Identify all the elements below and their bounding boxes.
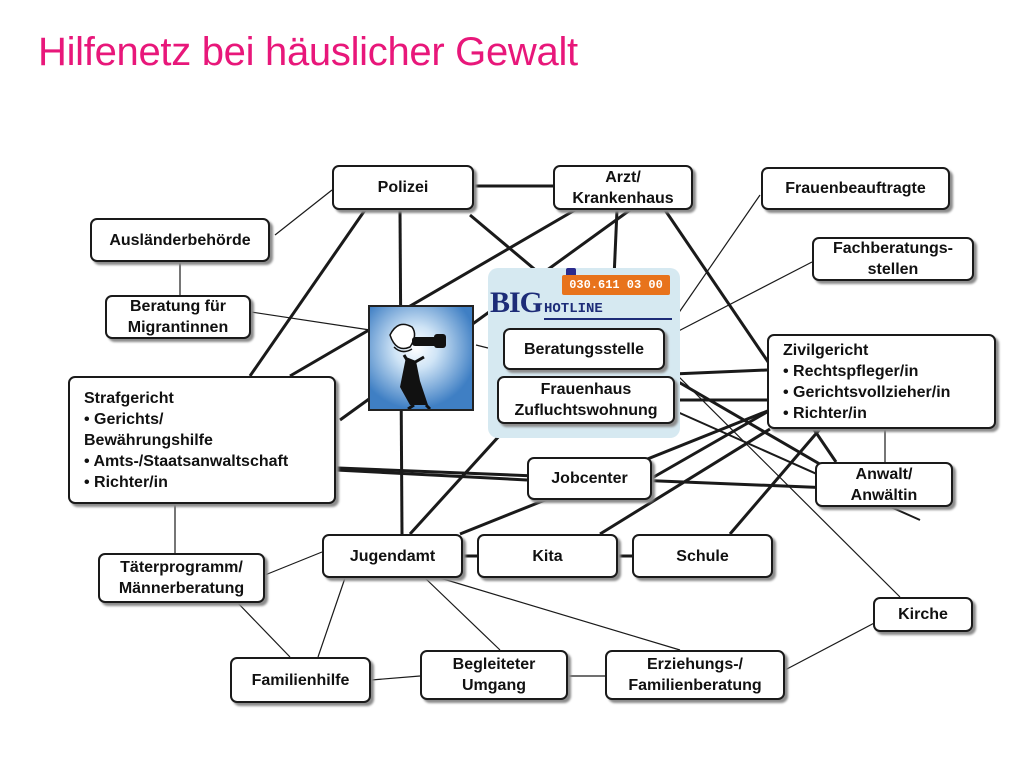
zivilgericht-list: Rechtspfleger/in Gerichtsvollzieher/in R… bbox=[783, 361, 950, 424]
connection-line bbox=[424, 577, 501, 651]
node-polizei: Polizei bbox=[332, 165, 474, 210]
node-erziehungsberatung: Erziehungs-/ Familienberatung bbox=[605, 650, 785, 700]
strafgericht-list: Gerichts/ Bewährungshilfe Amts-/Staatsan… bbox=[84, 409, 288, 493]
node-beratungsstelle: Beratungsstelle bbox=[503, 328, 665, 370]
connection-line bbox=[264, 551, 323, 576]
page-title: Hilfenetz bei häuslicher Gewalt bbox=[38, 30, 578, 74]
node-familienhilfe: Familienhilfe bbox=[230, 657, 371, 703]
node-arzt-krankenhaus: Arzt/ Krankenhaus bbox=[553, 165, 693, 210]
node-frauenbeauftragte: Frauenbeauftragte bbox=[761, 167, 950, 210]
node-taeterprogramm: Täterprogramm/ Männerberatung bbox=[98, 553, 265, 603]
node-frauenhaus: Frauenhaus Zufluchtswohnung bbox=[497, 376, 675, 424]
hotline-phone-number: 030.611 03 00 bbox=[562, 275, 670, 295]
zivilgericht-item: Gerichtsvollzieher/in bbox=[783, 382, 950, 403]
node-beratung-migrantinnen: Beratung für Migrantinnen bbox=[105, 295, 251, 339]
connection-line bbox=[674, 378, 831, 472]
hotline-underline bbox=[544, 318, 672, 320]
connection-line bbox=[250, 311, 371, 331]
node-schule: Schule bbox=[632, 534, 773, 578]
strafgericht-item: Amts-/Staatsanwaltschaft bbox=[84, 451, 288, 472]
connection-line bbox=[784, 619, 881, 671]
node-jugendamt: Jugendamt bbox=[322, 534, 463, 578]
connection-line bbox=[317, 577, 346, 658]
connection-line bbox=[672, 368, 768, 376]
node-kirche: Kirche bbox=[873, 597, 973, 632]
connection-line bbox=[439, 577, 681, 651]
connection-line bbox=[408, 422, 512, 536]
connection-line bbox=[248, 209, 367, 377]
node-anwalt: Anwalt/ Anwältin bbox=[815, 462, 953, 507]
binoculars-icon bbox=[370, 307, 472, 409]
connection-line bbox=[475, 344, 489, 349]
node-strafgericht: Strafgericht Gerichts/ Bewährungshilfe A… bbox=[68, 376, 336, 504]
node-kita: Kita bbox=[477, 534, 618, 578]
hotline-label: HOTLINE bbox=[544, 301, 603, 317]
connection-line bbox=[370, 675, 421, 681]
big-logo: BIG bbox=[490, 286, 543, 319]
connection-line bbox=[728, 428, 822, 535]
connection-line bbox=[659, 357, 901, 598]
node-begleiteter-umgang: Begleiteter Umgang bbox=[420, 650, 568, 700]
zivilgericht-item: Richter/in bbox=[783, 403, 950, 424]
connection-line bbox=[289, 208, 576, 378]
zivilgericht-title: Zivilgericht bbox=[783, 341, 869, 359]
connection-line bbox=[335, 468, 528, 482]
connection-line bbox=[469, 213, 546, 280]
node-auslaenderbehoerde: Ausländerbehörde bbox=[90, 218, 270, 262]
node-jobcenter: Jobcenter bbox=[527, 457, 652, 500]
strafgericht-item: Richter/in bbox=[84, 472, 288, 493]
connection-line bbox=[234, 599, 291, 658]
strafgericht-title: Strafgericht bbox=[84, 389, 174, 407]
connection-line bbox=[599, 427, 771, 536]
connection-line bbox=[664, 261, 813, 339]
node-fachberatungsstellen: Fachberatungs- stellen bbox=[812, 237, 974, 281]
zivilgericht-item: Rechtspfleger/in bbox=[783, 361, 950, 382]
binoculars-woman-illustration bbox=[368, 305, 474, 411]
connection-line bbox=[274, 189, 333, 236]
strafgericht-item: Gerichts/ Bewährungshilfe bbox=[84, 409, 288, 451]
node-zivilgericht: Zivilgericht Rechtspfleger/in Gerichtsvo… bbox=[767, 334, 996, 429]
